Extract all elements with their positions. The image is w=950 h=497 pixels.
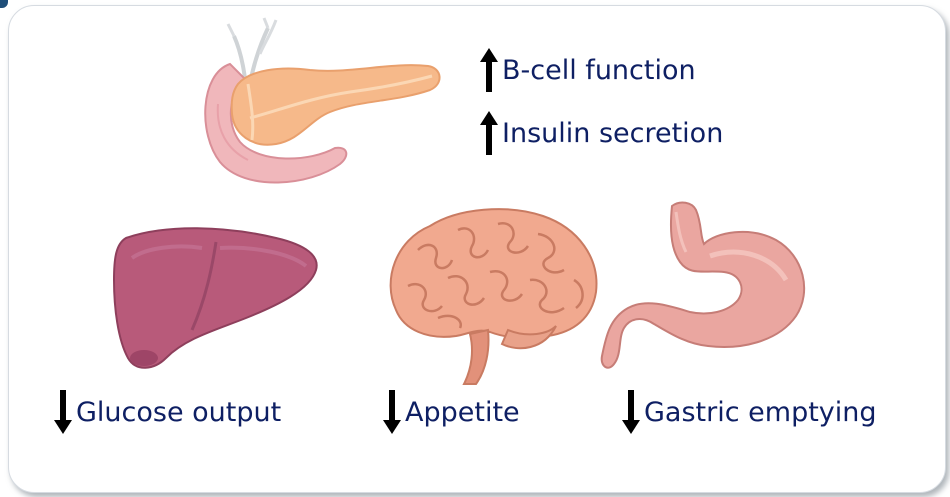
beta-cell-function-effect: B-cell function (480, 48, 696, 92)
gastric-emptying-effect: Gastric emptying (622, 390, 877, 434)
brain-icon (378, 200, 608, 390)
gastric-emptying-label: Gastric emptying (644, 399, 877, 426)
pancreas-icon (190, 14, 450, 189)
insulin-secretion-effect: Insulin secretion (480, 111, 723, 155)
liver-icon (106, 218, 326, 378)
insulin-secretion-label: Insulin secretion (502, 120, 723, 147)
down-arrow-icon (54, 390, 72, 434)
beta-cell-function-label: B-cell function (502, 57, 696, 84)
up-arrow-icon (480, 48, 498, 92)
down-arrow-icon (622, 390, 640, 434)
glucose-output-label: Glucose output (76, 399, 281, 426)
down-arrow-icon (383, 390, 401, 434)
stomach-icon (600, 196, 820, 386)
appetite-label: Appetite (405, 399, 520, 426)
appetite-effect: Appetite (383, 390, 520, 434)
glucose-output-effect: Glucose output (54, 390, 281, 434)
corner-accent (0, 0, 8, 8)
up-arrow-icon (480, 111, 498, 155)
